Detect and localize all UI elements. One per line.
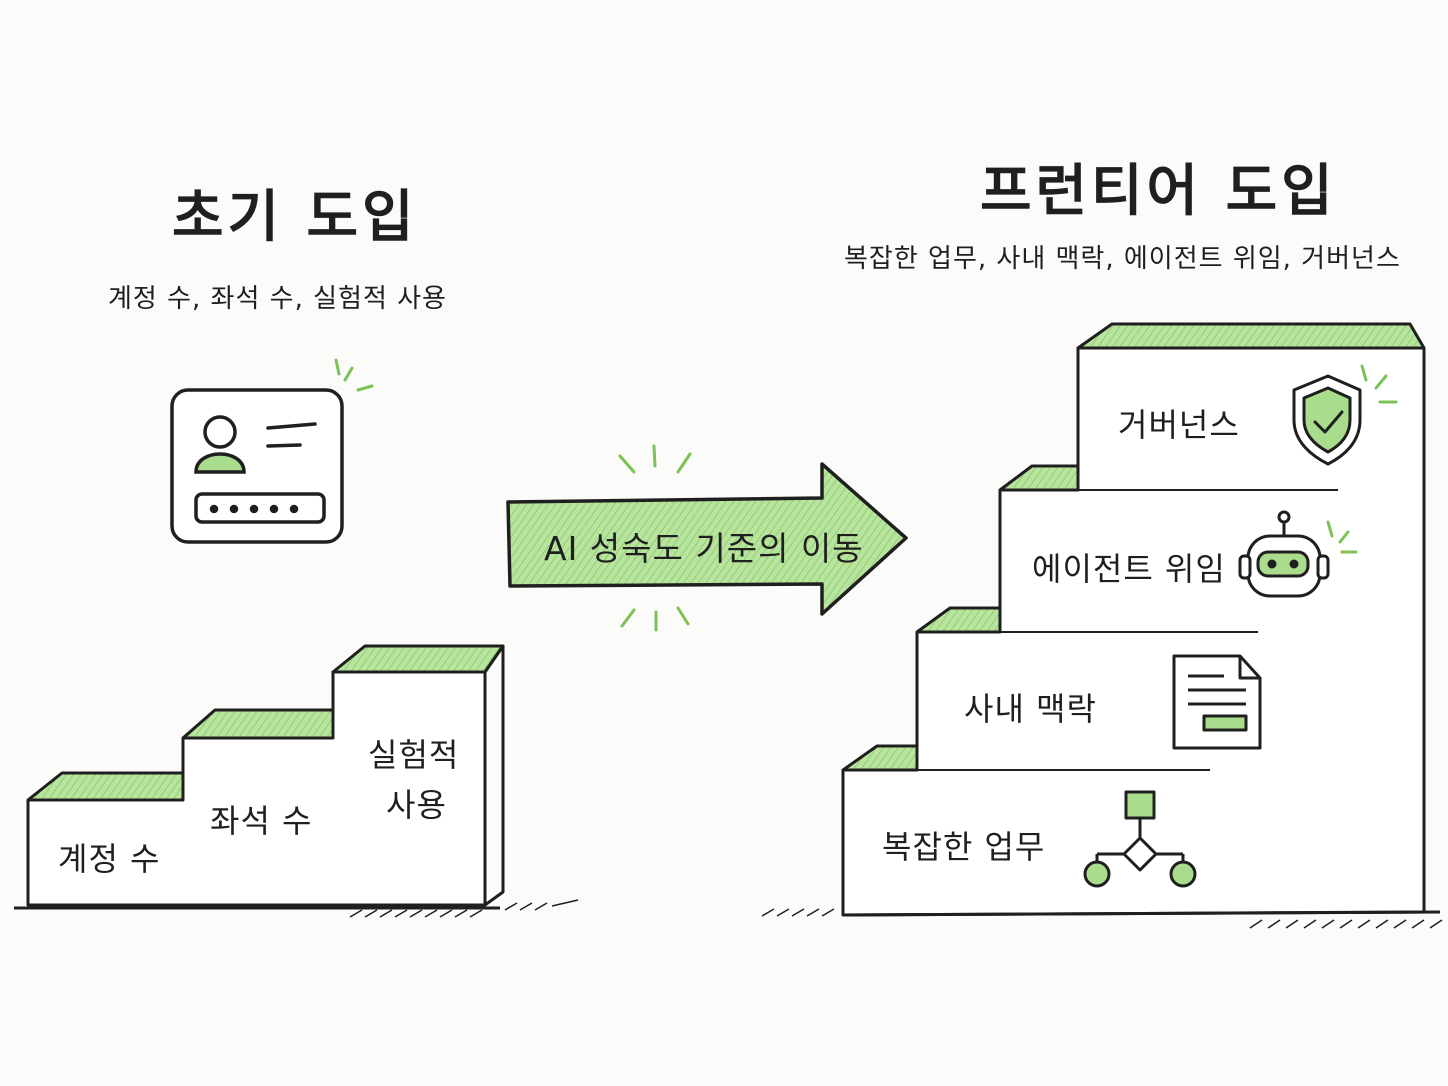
shield-sparkle: [1360, 364, 1398, 404]
left-step-label-experimental-2: 사용: [386, 786, 447, 824]
robot-icon: [1238, 510, 1330, 598]
left-staircase: [14, 644, 505, 910]
right-subtitle: 복잡한 업무, 사내 맥락, 에이전트 위임, 거버넌스: [844, 244, 1401, 274]
right-title: 프런티어 도입: [980, 159, 1337, 224]
left-subtitle: 계정 수, 좌석 수, 실험적 사용: [108, 284, 447, 314]
left-ground-hatch: [349, 899, 579, 918]
left-step-label-accounts: 계정 수: [58, 840, 161, 878]
document-icon: [1172, 654, 1262, 750]
left-step-2-top: [183, 710, 333, 738]
shield-check-icon: [1292, 374, 1362, 466]
left-step-3-top: [333, 646, 503, 672]
right-step-label-complex-work: 복잡한 업무: [882, 828, 1046, 866]
robot-sparkle: [1326, 520, 1358, 554]
arrow-sparkles: [618, 444, 692, 632]
right-step-2-top: [917, 608, 1000, 632]
right-ground-hatch: [761, 908, 1443, 929]
right-staircase: [841, 322, 1441, 917]
left-step-label-seats: 좌석 수: [210, 802, 313, 840]
left-step-label-experimental-1: 실험적: [368, 736, 460, 774]
left-step-1-top: [28, 773, 183, 800]
user-card-sparkle: [334, 358, 374, 392]
right-step-4-top: [1078, 324, 1424, 348]
user-card-icon: [170, 388, 344, 544]
arrow-label: AI 성숙도 기준의 이동: [544, 529, 864, 568]
right-step-label-agent-delegation: 에이전트 위임: [1032, 550, 1226, 588]
left-title: 초기 도입: [172, 185, 418, 250]
right-step-3-top: [1000, 466, 1078, 490]
transition-arrow: [506, 462, 908, 616]
right-step-label-governance: 거버넌스: [1118, 406, 1240, 444]
workflow-icon: [1083, 790, 1197, 888]
right-step-1-top: [843, 746, 917, 770]
right-step-label-internal-context: 사내 맥락: [964, 690, 1097, 728]
